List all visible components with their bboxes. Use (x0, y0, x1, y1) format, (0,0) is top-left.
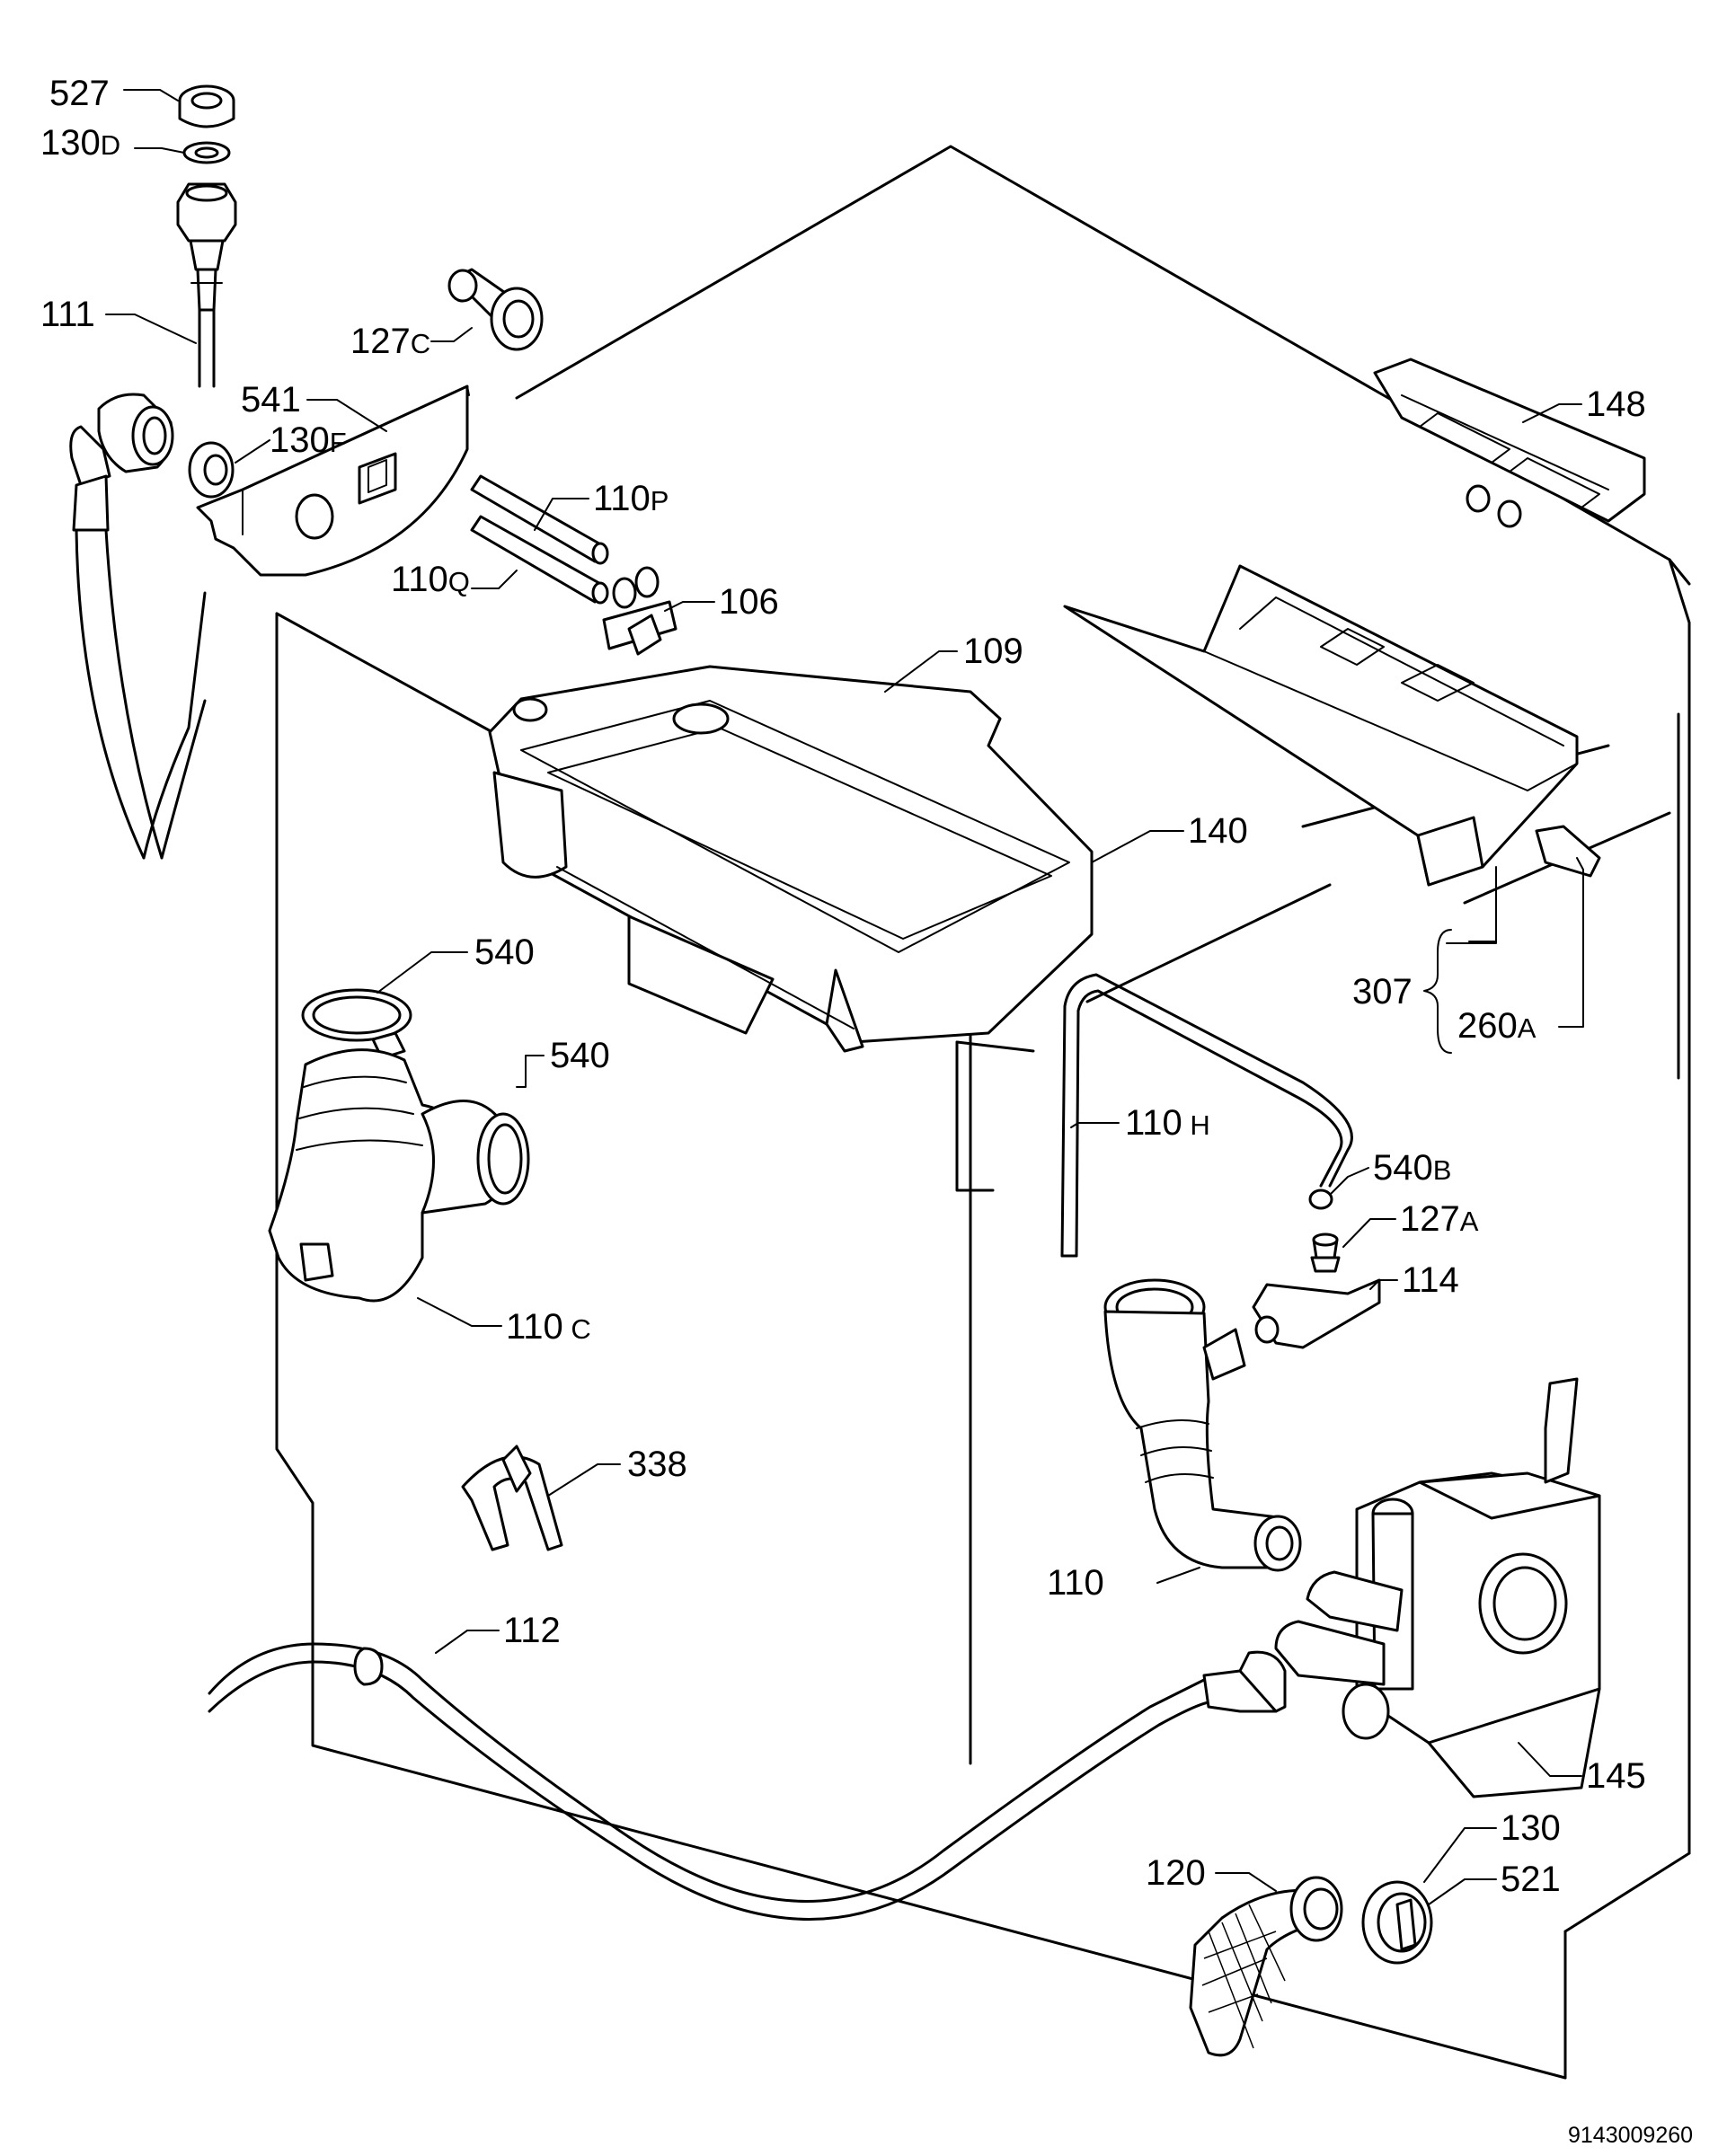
hose-110h (1060, 973, 1353, 1258)
label-127a: 127A (1400, 1199, 1479, 1239)
label-527: 527 (49, 74, 110, 113)
clip-338 (461, 1445, 563, 1551)
label-540b: 540B (1373, 1148, 1451, 1188)
drain-hose-112 (208, 1642, 1287, 1921)
label-114: 114 (1402, 1260, 1459, 1300)
label-540-upper: 540 (474, 932, 535, 972)
top-panel-148 (1373, 358, 1646, 528)
elbow-110 (1103, 1278, 1302, 1572)
label-127c: 127C (350, 322, 430, 361)
pump-145 (1274, 1377, 1601, 1798)
label-145: 145 (1586, 1756, 1646, 1796)
label-541: 541 (241, 380, 301, 420)
part-labels: 527 130D 111 127C 541 130F 110P 110Q 106… (40, 74, 1646, 1899)
label-109: 109 (963, 632, 1023, 671)
label-260a: 260A (1457, 1006, 1537, 1046)
tubes-110p-110q (470, 474, 609, 605)
label-110p: 110P (593, 479, 669, 518)
label-307: 307 (1352, 972, 1413, 1012)
label-120: 120 (1146, 1853, 1206, 1893)
label-130d: 130D (40, 123, 120, 163)
label-110: 110 (1047, 1563, 1104, 1603)
label-140: 140 (1188, 811, 1248, 851)
label-148: 148 (1586, 384, 1646, 424)
label-130: 130 (1501, 1808, 1561, 1848)
valve-127c (447, 268, 544, 351)
brace-307 (1423, 929, 1452, 1054)
filter-120-130-521 (1189, 1876, 1433, 2057)
label-540-lower: 540 (550, 1036, 610, 1075)
drawer-307 (1063, 564, 1601, 887)
label-110q: 110Q (391, 560, 470, 599)
bracket-541 (188, 384, 470, 577)
label-111: 111 (40, 295, 95, 334)
label-521: 521 (1501, 1860, 1561, 1899)
drawing-code: 9143009260 (1568, 2123, 1693, 2148)
label-130f: 130F (270, 420, 347, 460)
label-112: 112 (503, 1611, 561, 1650)
label-110h: 110 H (1125, 1103, 1210, 1143)
label-106: 106 (719, 582, 779, 622)
label-110c: 110 C (506, 1307, 591, 1347)
leader-lines (105, 89, 1584, 1905)
bellows-110c (268, 988, 530, 1303)
dispenser-housing-109-140 (488, 665, 1094, 1053)
label-338: 338 (627, 1445, 687, 1484)
inlet-hose-111 (69, 84, 237, 860)
small-parts-540b-127a-114 (1252, 1188, 1381, 1349)
valve-106 (602, 566, 678, 656)
